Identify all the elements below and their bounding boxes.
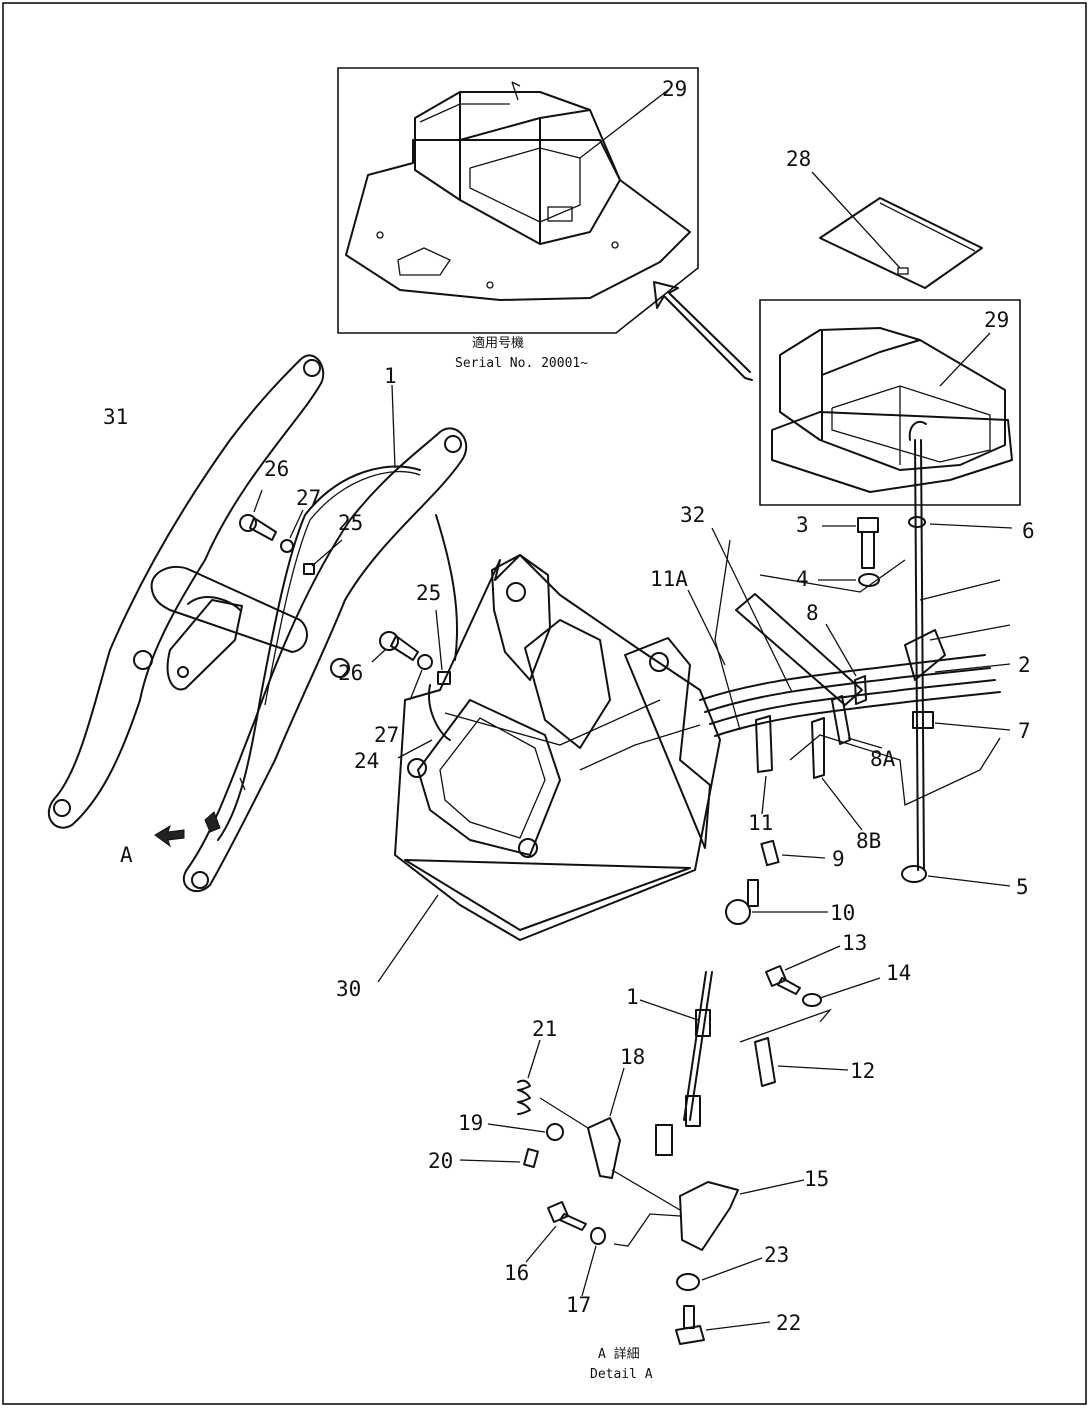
callout-4: 4	[796, 567, 809, 591]
part-26-bolt-lower	[371, 631, 419, 663]
part-2-bracket	[904, 629, 1011, 681]
callout-23: 23	[764, 1243, 789, 1267]
callout-30: 30	[336, 977, 361, 1001]
part-1-cable-lower	[639, 971, 713, 1156]
callout-31: 31	[103, 405, 128, 429]
part-16-bolt	[525, 1201, 587, 1263]
inset-right-box	[759, 299, 1021, 506]
callout-27-lower: 27	[374, 723, 399, 747]
part-8B-clamp	[811, 717, 863, 831]
part-7-nut	[912, 711, 1011, 731]
part-25-clip-upper	[303, 539, 343, 575]
part-6-rod	[908, 420, 1013, 871]
callout-16: 16	[504, 1261, 529, 1285]
front-lift-arm	[182, 427, 468, 893]
inset-caption-jp: 適用号機	[472, 335, 524, 351]
part-3-bolt	[822, 517, 879, 569]
callout-15: 15	[804, 1167, 829, 1191]
inset-caption-en: Serial No. 20001~	[455, 356, 588, 371]
part-8A-clamp	[831, 695, 883, 749]
part-27-washer-upper	[280, 509, 304, 553]
callout-11A: 11A	[650, 567, 688, 591]
callout-20: 20	[428, 1149, 453, 1173]
callout-21: 21	[532, 1017, 557, 1041]
part-13-bolt	[765, 945, 841, 995]
callout-13: 13	[842, 931, 867, 955]
part-9-pin	[760, 839, 826, 867]
part-4-washer	[818, 573, 880, 587]
part-14-washer	[802, 977, 881, 1007]
floor-harness	[687, 527, 1011, 806]
part-21-spring	[517, 1039, 541, 1115]
inset-link-arrow	[653, 281, 753, 381]
part-5-nut	[901, 865, 1011, 887]
part-24-clip	[397, 684, 451, 759]
part-1-cable-upper	[217, 384, 459, 841]
part-15-bracket	[611, 1169, 805, 1251]
callout-14: 14	[886, 961, 911, 985]
callout-29-top: 29	[662, 77, 687, 101]
callout-28: 28	[786, 147, 811, 171]
callout-32: 32	[680, 503, 705, 527]
callout-1-lower: 1	[626, 985, 639, 1009]
callout-6: 6	[1022, 519, 1035, 543]
detail-caption-jp: A 詳細	[598, 1346, 640, 1362]
view-marker-a: A	[120, 843, 133, 867]
callout-2: 2	[1018, 653, 1031, 677]
callout-22: 22	[776, 1311, 801, 1335]
part-18-lever	[539, 1067, 625, 1179]
part-8-clamp	[825, 623, 867, 705]
callout-3: 3	[796, 513, 809, 537]
callout-19: 19	[458, 1111, 483, 1135]
part-28-plate	[811, 171, 983, 289]
callout-24: 24	[354, 749, 379, 773]
part-11-band	[755, 715, 773, 815]
part-27-washer-lower	[409, 654, 433, 701]
callout-7: 7	[1018, 719, 1031, 743]
callout-26-lower: 26	[338, 661, 363, 685]
callout-10: 10	[830, 901, 855, 925]
part-23-nut	[676, 1257, 763, 1291]
part-19-collar	[487, 1123, 564, 1141]
detail-caption-en: Detail A	[590, 1367, 653, 1382]
part-22-bolt	[675, 1305, 771, 1345]
callout-5: 5	[1016, 875, 1029, 899]
callout-25-upper: 25	[338, 511, 363, 535]
part-20-pin	[459, 1147, 539, 1169]
part-10-bolt	[725, 879, 828, 925]
callout-17: 17	[566, 1293, 591, 1317]
callout-labels: 29 28 29 31 1 26 27 25 25 26 27 24 30 32…	[103, 77, 1035, 1335]
callout-11: 11	[748, 811, 773, 835]
callout-27-upper: 27	[296, 486, 321, 510]
part-12-bracket	[739, 1008, 849, 1087]
view-arrow-a	[154, 824, 185, 848]
part-25-clip-lower	[435, 609, 451, 685]
callout-1-upper: 1	[384, 364, 397, 388]
callout-8A: 8A	[870, 747, 896, 771]
callout-26-upper: 26	[264, 457, 289, 481]
callout-9: 9	[832, 847, 845, 871]
callout-25-lower: 25	[416, 581, 441, 605]
part-26-bolt-upper	[239, 489, 277, 541]
callout-8: 8	[806, 601, 819, 625]
part-30-front-frame	[377, 554, 721, 983]
part-17-washer	[581, 1213, 681, 1297]
callout-12: 12	[850, 1059, 875, 1083]
callout-18: 18	[620, 1045, 645, 1069]
inset-serial-box	[337, 67, 699, 334]
callout-8B: 8B	[856, 829, 881, 853]
part-31-lift-arm	[47, 354, 325, 829]
callout-29-right: 29	[984, 308, 1009, 332]
cross-tube	[150, 565, 308, 691]
